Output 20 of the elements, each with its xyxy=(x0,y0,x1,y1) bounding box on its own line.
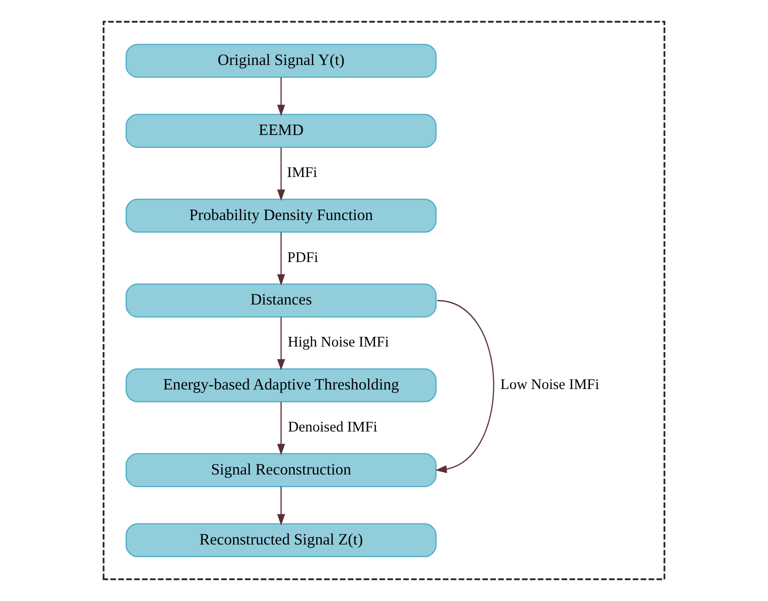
arrow xyxy=(277,148,286,201)
node-box: Original Signal Y(t) xyxy=(126,44,437,78)
node-box: Reconstructed Signal Z(t) xyxy=(126,523,437,558)
cluster xyxy=(102,20,666,580)
node-box: Distances xyxy=(126,284,437,318)
edge-label: Low Noise IMFi xyxy=(500,377,600,394)
edge-label: Denoised IMFi xyxy=(288,420,378,436)
arrow xyxy=(435,300,494,474)
edge-label: High Noise IMFi xyxy=(288,334,389,351)
node-box: Probability Density Function xyxy=(126,198,437,233)
arrow xyxy=(277,232,286,286)
arrow xyxy=(277,486,286,526)
node-box: Energy-based Adaptive Thresholding xyxy=(126,368,437,402)
node-box: EEMD xyxy=(126,114,437,148)
edge-label: PDFi xyxy=(287,250,318,266)
node-box: Signal Reconstruction xyxy=(126,453,437,488)
arrow xyxy=(277,402,286,456)
arrow xyxy=(277,317,286,370)
edge-label: IMFi xyxy=(287,165,318,182)
arrow xyxy=(277,77,286,116)
